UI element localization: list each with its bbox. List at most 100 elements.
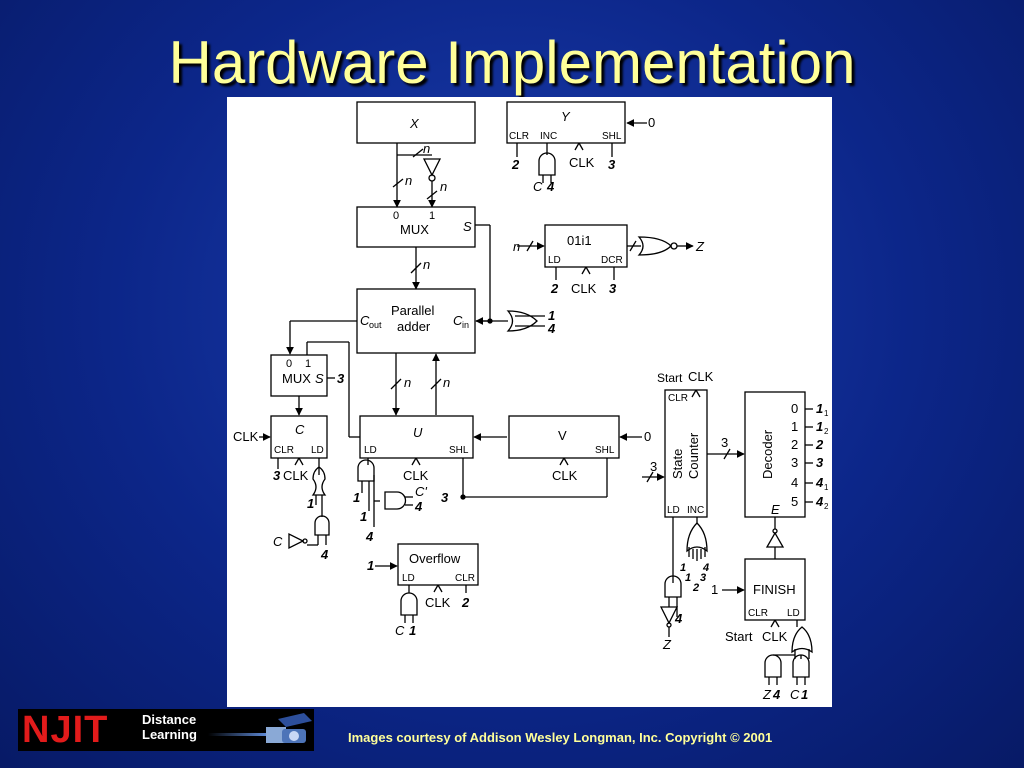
- n-label: n: [440, 179, 447, 194]
- u-andc-c: C': [415, 484, 427, 499]
- x-register: [356, 101, 476, 144]
- and-gate-fin-r: [792, 654, 810, 678]
- graduation-cap-icon: [208, 713, 312, 743]
- dec-out-num: 4: [791, 475, 798, 490]
- dec-e: E: [771, 502, 780, 517]
- ov-in1: 1: [367, 558, 374, 573]
- u-register-label: U: [413, 425, 423, 440]
- u-shl: SHL: [449, 445, 469, 456]
- v-register-label: V: [558, 428, 567, 443]
- y-in3: 3: [608, 157, 616, 172]
- ov-clk: CLK: [425, 595, 451, 610]
- mux-top-1: 1: [429, 210, 435, 222]
- mux-top-label: MUX: [400, 222, 429, 237]
- dec-out-sig: 4: [815, 475, 824, 490]
- ov-ld: LD: [402, 573, 415, 584]
- sc-label-2: Counter: [686, 432, 701, 479]
- sc-z: Z: [662, 637, 672, 652]
- and-gate-c: [314, 515, 330, 536]
- dec-out-num: 0: [791, 401, 798, 416]
- and-gate-cprime: [384, 491, 407, 510]
- sc-inc: INC: [687, 505, 704, 516]
- dec-out-sub: 1: [824, 409, 829, 418]
- n-label: n: [404, 375, 411, 390]
- dec-out-sig: 4: [815, 494, 824, 509]
- y-and-gate: [538, 152, 556, 176]
- c-clr: CLR: [274, 445, 294, 456]
- i-in3: 3: [609, 281, 617, 296]
- image-credit: Images courtesy of Addison Wesley Longma…: [348, 730, 773, 745]
- i-ld: LD: [548, 255, 561, 266]
- logo-line2: Learning: [142, 727, 197, 742]
- mux-low-s: S: [315, 371, 324, 386]
- u-clk: CLK: [403, 468, 429, 483]
- mux-low-label: MUX: [282, 371, 311, 386]
- or-cin-4: 4: [547, 321, 556, 336]
- y-clk: CLK: [569, 155, 595, 170]
- not-gate-sc: [659, 606, 679, 625]
- diagram-panel: X Y CLR INC SHL 0 2 CLK 3 C 4 n n n n n …: [227, 97, 832, 707]
- and-gate-sc: [664, 575, 682, 598]
- fin-1: 1: [801, 687, 808, 702]
- logo-line1: Distance: [142, 712, 197, 727]
- c-or-1: 1: [307, 496, 314, 511]
- u-ld: LD: [364, 445, 377, 456]
- and-gate-u: [357, 459, 375, 482]
- i-dcr: DCR: [601, 255, 623, 266]
- dec-out-sig: 3: [816, 455, 824, 470]
- u-andc-4: 4: [414, 499, 423, 514]
- fin-4: 4: [772, 687, 781, 702]
- n-label: n: [443, 375, 450, 390]
- sc-label-1: State: [670, 449, 685, 479]
- u-and-4: 4: [365, 529, 374, 544]
- sc-three-in: 3: [650, 459, 657, 474]
- adder-cin-sub: in: [462, 320, 469, 330]
- and-gate-fin-l: [764, 654, 782, 678]
- sc-clk: CLK: [688, 369, 714, 384]
- y-and-c: C: [533, 179, 543, 194]
- adder-line1: Parallel: [391, 303, 434, 318]
- dec-out-sig: 2: [815, 437, 824, 452]
- c-in3: 3: [273, 468, 281, 483]
- ov-in2: 2: [461, 595, 470, 610]
- sc-or-in: 2: [692, 582, 699, 594]
- x-label: X: [409, 116, 420, 131]
- sc-or-in: 4: [702, 562, 709, 574]
- sc-ld: LD: [667, 505, 680, 516]
- or-gate-cin: [506, 310, 538, 332]
- i-in2: 2: [550, 281, 559, 296]
- sc-and-4: 4: [674, 611, 683, 626]
- i-register-label: 01i1: [567, 233, 592, 248]
- adder-line2: adder: [397, 319, 431, 334]
- mux-low-3: 3: [337, 371, 345, 386]
- fin-clk: CLK: [762, 629, 788, 644]
- n-label: n: [423, 141, 430, 156]
- not-gate-dec: [765, 531, 785, 548]
- y-inc: INC: [540, 131, 557, 142]
- dec-out-num: 2: [791, 437, 798, 452]
- i-clk: CLK: [571, 281, 597, 296]
- c-not-in: C: [273, 534, 283, 549]
- adder-cout-sub: out: [369, 320, 382, 330]
- fin-clr: CLR: [748, 608, 768, 619]
- dec-out-sub: 1: [824, 483, 829, 492]
- u-and-1b: 1: [360, 509, 367, 524]
- ov-clr: CLR: [455, 573, 475, 584]
- v-zero: 0: [644, 429, 651, 444]
- dec-out-sub: 2: [824, 502, 829, 511]
- c-and-4: 4: [320, 547, 329, 562]
- i-z: Z: [695, 239, 705, 254]
- not-gate-top: [422, 158, 442, 177]
- sc-or-in: 3: [700, 572, 706, 584]
- u-and-1a: 1: [353, 490, 360, 505]
- logo-brand: NJIT: [22, 709, 109, 751]
- sc-or-in: 1: [680, 562, 686, 574]
- fin-z: Z: [762, 687, 772, 702]
- n-label: n: [513, 239, 520, 254]
- fin-c: C: [790, 687, 800, 702]
- or-gate-c: [311, 466, 327, 496]
- y-shl: SHL: [602, 131, 622, 142]
- u-three: 3: [441, 490, 449, 505]
- y-label: Y: [561, 109, 571, 124]
- and-gate-overflow: [400, 592, 418, 616]
